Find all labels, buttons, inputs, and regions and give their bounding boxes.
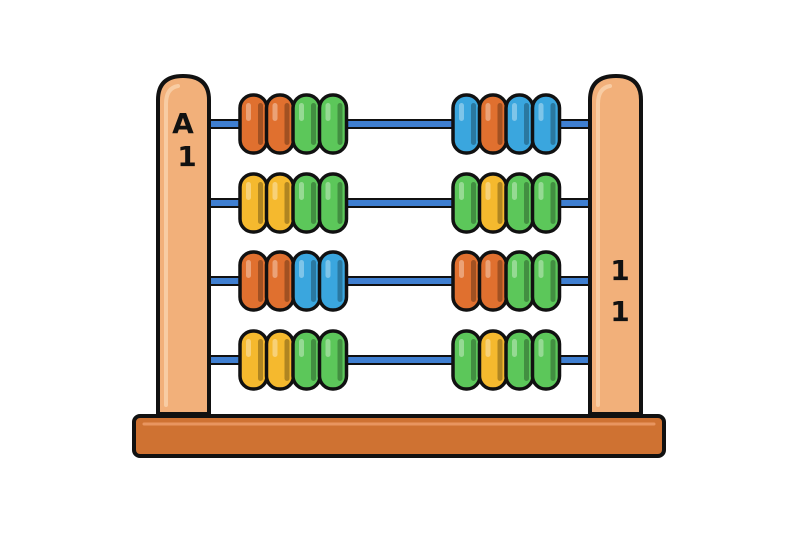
bead-row3-left-4-blue (317, 250, 349, 312)
abacus-base (132, 414, 666, 458)
bead-row3-right-4-green (530, 250, 562, 312)
rod-2 (206, 198, 594, 208)
bead-row3-right-3-green (504, 250, 535, 312)
bead-row2-left-2-yellow (264, 172, 296, 234)
left-post-label-bottom: 1 (177, 140, 196, 173)
bead-row4-right-1-green (451, 329, 482, 391)
bead-row4-left-4-green (317, 329, 349, 391)
bead-row3-left-3-blue (291, 250, 322, 312)
bead-row3-right-1-orange (451, 250, 482, 312)
bead-row3-left-2-orange (264, 250, 296, 312)
bead-row2-right-1-green (451, 172, 482, 234)
bead-row2-right-2-yellow (477, 172, 509, 234)
bead-row1-left-3-green (291, 93, 322, 155)
bead-row4-right-2-yellow (477, 329, 509, 391)
bead-row4-left-2-yellow (264, 329, 296, 391)
bead-row4-right-3-green (504, 329, 535, 391)
bead-row3-right-2-orange (477, 250, 509, 312)
rod-1 (206, 119, 594, 129)
bead-row1-right-1-blue (451, 93, 482, 155)
beads (238, 93, 562, 391)
bead-row1-left-1-orange (238, 93, 269, 155)
bead-row1-right-3-blue (504, 93, 535, 155)
rod-4 (206, 355, 594, 365)
bead-row1-right-4-blue (530, 93, 562, 155)
bead-row2-right-4-green (530, 172, 562, 234)
right-post: 1 1 (588, 73, 643, 416)
rod-3 (206, 276, 594, 286)
bead-row4-left-1-yellow (238, 329, 269, 391)
left-post-label-top: A (172, 107, 194, 140)
bead-row2-left-1-yellow (238, 172, 269, 234)
bead-row2-left-4-green (317, 172, 349, 234)
right-post-label-bottom: 1 (610, 295, 629, 328)
bead-row2-right-3-green (504, 172, 535, 234)
bead-row4-right-4-green (530, 329, 562, 391)
bead-row3-left-1-orange (238, 250, 269, 312)
bead-row2-left-3-green (291, 172, 322, 234)
left-post: A 1 (156, 73, 211, 416)
bead-row1-left-4-green (317, 93, 349, 155)
right-post-label-top: 1 (610, 254, 629, 287)
bead-row4-left-3-green (291, 329, 322, 391)
bead-row1-left-2-orange (264, 93, 296, 155)
rods (206, 119, 594, 365)
bead-row1-right-2-orange (477, 93, 509, 155)
